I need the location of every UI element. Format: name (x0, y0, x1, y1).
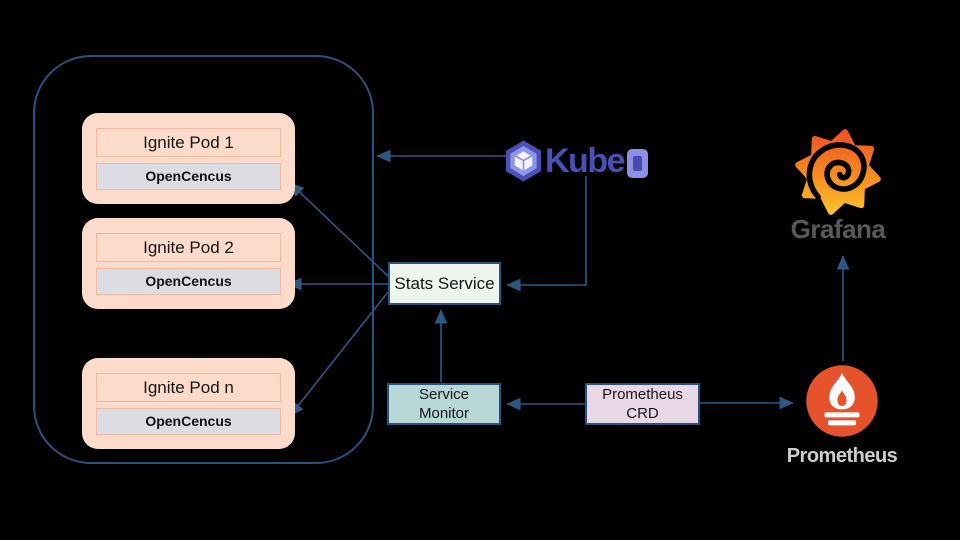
prometheus-crd-node: Prometheus CRD (585, 383, 700, 425)
ignite-pod-n: Ignite Pod n OpenCencus (82, 358, 295, 449)
arrow-stats-to-pod1 (289, 182, 389, 277)
grafana-flame-icon (795, 129, 881, 215)
pod-title: Ignite Pod 2 (96, 233, 281, 262)
stats-service-node: Stats Service (388, 262, 501, 305)
kube-badge-icon (627, 149, 648, 178)
service-monitor-node: Service Monitor (387, 383, 501, 425)
prometheus-label: Prometheus (786, 445, 898, 467)
grafana-logo: Grafana (786, 129, 890, 245)
prometheus-torch-icon (806, 365, 878, 437)
kube-logo: Kube (505, 137, 648, 184)
opencensus-component: OpenCencus (96, 268, 281, 295)
opencensus-component: OpenCencus (96, 408, 281, 435)
service-monitor-label-line1: Service (418, 386, 470, 403)
ignite-pod-1: Ignite Pod 1 OpenCencus (82, 113, 295, 204)
stats-service-label: Stats Service (394, 273, 495, 293)
kube-cube-icon (505, 140, 542, 181)
opencensus-component: OpenCencus (96, 163, 281, 190)
kube-logo-text: Kube (545, 141, 626, 180)
prometheus-crd-label-line2: CRD (626, 405, 659, 422)
arrow-stats-to-podn (289, 291, 389, 417)
service-monitor-label-line2: Monitor (418, 405, 470, 422)
ignite-pod-2: Ignite Pod 2 OpenCencus (82, 218, 295, 309)
pod-title: Ignite Pod n (96, 373, 281, 402)
pod-title: Ignite Pod 1 (96, 128, 281, 157)
arrow-kube-to-stats-service (506, 176, 587, 292)
prometheus-crd-label-line1: Prometheus (602, 386, 683, 403)
prometheus-logo: Prometheus (782, 363, 902, 468)
grafana-label: Grafana (790, 214, 886, 244)
ignite-cluster-container (33, 55, 374, 464)
